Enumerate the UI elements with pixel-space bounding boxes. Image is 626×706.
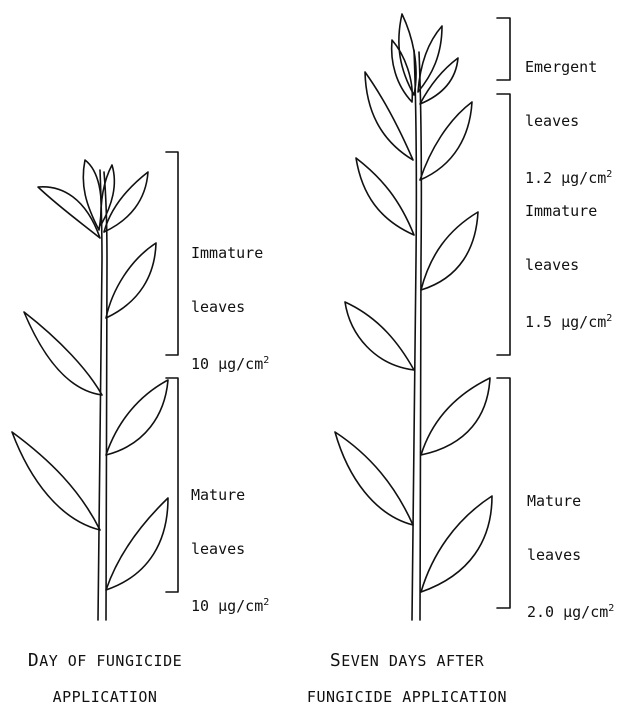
- left-stem-inner: [104, 172, 107, 620]
- right-leaf: [345, 302, 414, 370]
- left-leaf: [106, 380, 168, 455]
- right-mature-bracket: [497, 378, 510, 608]
- left-mature-bracket: [166, 378, 178, 592]
- left-plant: [12, 152, 178, 620]
- right-leaf: [418, 26, 442, 92]
- left-leaf: [101, 165, 115, 225]
- right-mature-subtitle: leaves: [527, 546, 614, 564]
- right-caption-line1: SEVEN DAYS AFTER: [282, 650, 532, 671]
- right-mature-dose: 2.0 μg/cm2: [527, 600, 614, 621]
- right-leaf: [335, 432, 413, 525]
- left-caption-line2: APPLICATION: [0, 688, 210, 706]
- left-leaf: [12, 432, 100, 530]
- right-emergent-title: Emergent: [525, 58, 612, 76]
- right-emergent-bracket: [497, 18, 510, 80]
- right-immature-subtitle: leaves: [525, 256, 612, 274]
- left-immature-title: Immature: [191, 244, 269, 262]
- left-leaf: [106, 498, 168, 590]
- right-mature-title: Mature: [527, 492, 614, 510]
- right-plant: [335, 14, 510, 620]
- left-mature-subtitle: leaves: [191, 540, 269, 558]
- right-immature-bracket: [497, 94, 510, 355]
- right-leaf: [421, 378, 490, 455]
- right-immature-title: Immature: [525, 202, 612, 220]
- right-leaf: [420, 102, 472, 180]
- right-leaf: [421, 496, 492, 592]
- right-immature-dose: 1.5 μg/cm2: [525, 310, 612, 331]
- right-immature-label: Immature leaves 1.5 μg/cm2: [525, 166, 612, 349]
- right-leaf: [365, 72, 413, 160]
- right-caption-line2: FUNGICIDE APPLICATION: [282, 688, 532, 706]
- left-leaf: [24, 312, 102, 395]
- right-stem: [412, 50, 416, 620]
- right-leaf: [356, 158, 414, 235]
- right-emergent-subtitle: leaves: [525, 112, 612, 130]
- right-mature-label: Mature leaves 2.0 μg/cm2: [527, 456, 614, 639]
- left-mature-dose: 10 μg/cm2: [191, 594, 269, 615]
- left-immature-label: Immature leaves 10 μg/cm2: [191, 208, 269, 391]
- left-immature-dose: 10 μg/cm2: [191, 352, 269, 373]
- right-stem-inner: [419, 52, 421, 620]
- left-mature-title: Mature: [191, 486, 269, 504]
- left-immature-subtitle: leaves: [191, 298, 269, 316]
- left-immature-bracket: [166, 152, 178, 355]
- right-leaf: [421, 212, 478, 290]
- left-mature-label: Mature leaves 10 μg/cm2: [191, 450, 269, 633]
- left-caption-line1: DAY OF FUNGICIDE: [0, 650, 210, 671]
- left-leaf: [106, 243, 156, 318]
- right-leaf: [392, 40, 413, 102]
